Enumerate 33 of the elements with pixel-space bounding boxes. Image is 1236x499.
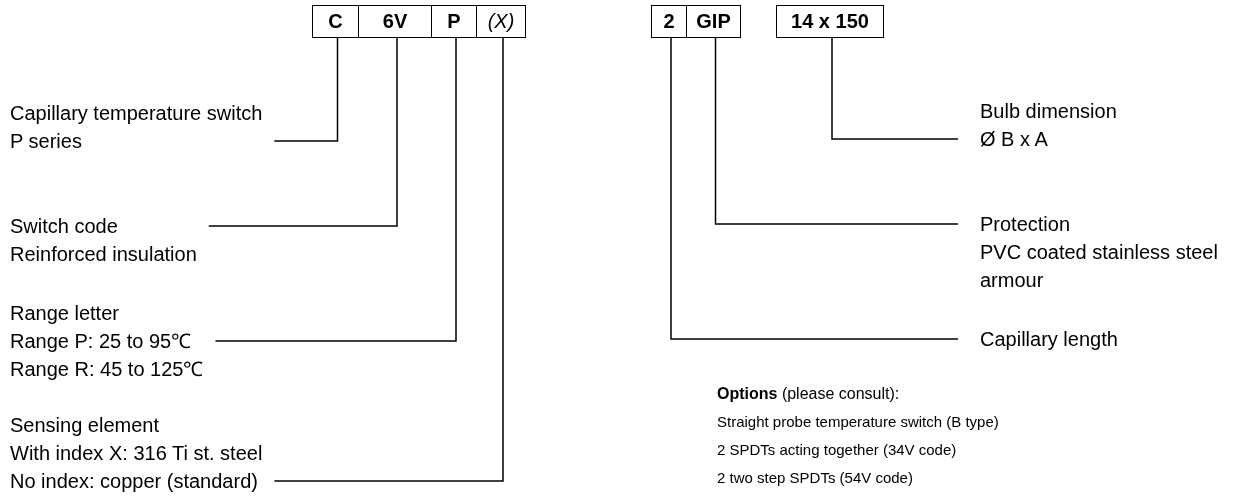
leader-line xyxy=(273,37,339,142)
description-text: Reinforced insulation xyxy=(10,242,197,267)
code-segment-box: 14 x 150 xyxy=(776,5,884,38)
leader-line xyxy=(214,37,457,342)
note-text: Straight probe temperature switch (B type) xyxy=(717,412,999,432)
code-segment-box: C xyxy=(312,5,359,38)
description-text: Ø B x A xyxy=(980,127,1049,152)
description-heading: Range letter xyxy=(10,301,120,326)
note-text: 2 SPDTs acting together (34V code) xyxy=(717,440,957,460)
note-text: 2 two step SPDTs (54V code) xyxy=(717,468,913,488)
description-text: Range P: 25 to 95℃ xyxy=(10,329,193,354)
leader-line xyxy=(208,37,398,227)
note-text: Options (please consult): xyxy=(717,384,900,404)
description-text: P series xyxy=(10,129,83,154)
leader-line xyxy=(831,37,959,140)
description-heading: Sensing element xyxy=(10,413,160,438)
code-segment-box: 6V xyxy=(358,5,432,38)
description-heading: Protection xyxy=(980,212,1072,237)
description-heading: Switch code xyxy=(10,214,119,239)
description-heading: Capillary temperature switch xyxy=(10,101,263,126)
description-text: No index: copper (standard) xyxy=(10,469,259,494)
description-text: Capillary length xyxy=(980,327,1118,352)
code-segment-box: 2 xyxy=(651,5,687,38)
description-heading: Bulb dimension xyxy=(980,99,1117,124)
description-text: PVC coated stainless steel armour xyxy=(980,240,1219,293)
leader-line xyxy=(273,37,504,482)
description-text: Range R: 45 to 125℃ xyxy=(10,357,204,382)
code-segment-box: P xyxy=(431,5,477,38)
code-segment-box: GIP xyxy=(686,5,741,38)
leader-line xyxy=(670,37,959,340)
description-text: With index X: 316 Ti st. steel xyxy=(10,441,263,466)
leader-line xyxy=(714,37,959,225)
code-segment-box: (X) xyxy=(476,5,526,38)
